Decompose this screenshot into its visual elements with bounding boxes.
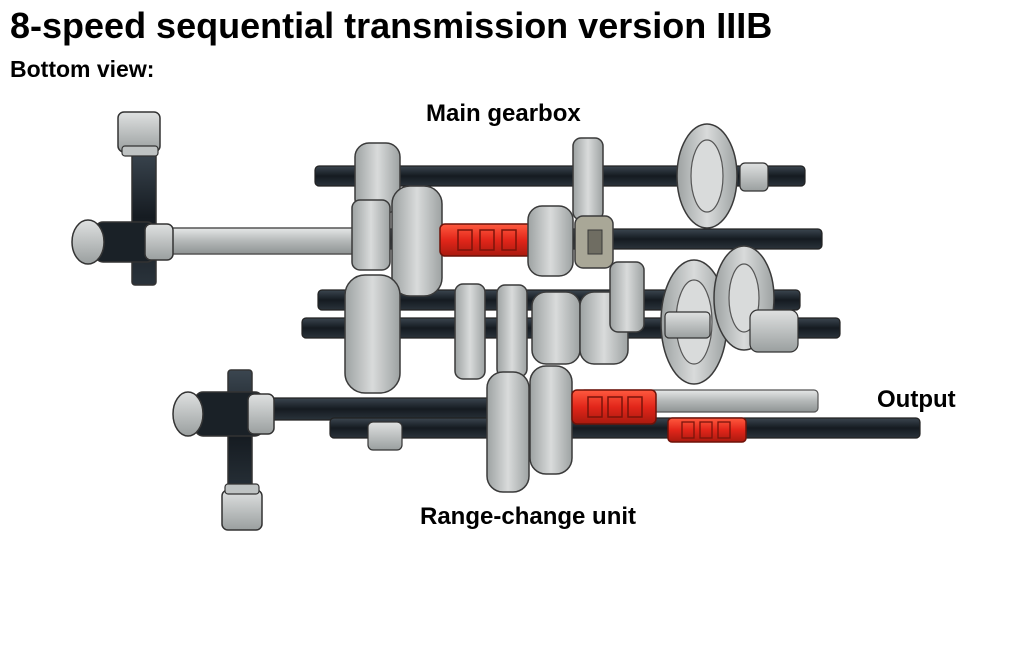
upper-shaft-gears: [354, 123, 769, 229]
vertical-axle: [131, 149, 157, 286]
output-label: Output: [877, 386, 956, 413]
gear: [486, 371, 530, 493]
range-change-unit: [172, 365, 921, 531]
bush-bottom: [221, 489, 263, 531]
page-title: 8-speed sequential transmission version …: [10, 5, 773, 46]
grey-input-axle: [149, 227, 376, 255]
middle-shaft-parts: [351, 185, 614, 297]
gear: [527, 205, 574, 277]
input-shaft-assembly: [71, 111, 376, 286]
range-change-label: Range-change unit: [420, 503, 637, 530]
red-coupler-range: [571, 389, 657, 425]
gear: [529, 365, 573, 475]
red-coupler-main: [439, 223, 533, 257]
range-end-cap: [172, 391, 204, 437]
view-subtitle: Bottom view:: [10, 56, 155, 82]
gear: [344, 274, 401, 394]
red-coupler-output: [667, 417, 747, 443]
main-gearbox-label: Main gearbox: [426, 100, 581, 127]
input-end-cap: [71, 219, 105, 265]
lower-gear-cluster: [344, 245, 799, 394]
gear: [391, 185, 443, 297]
